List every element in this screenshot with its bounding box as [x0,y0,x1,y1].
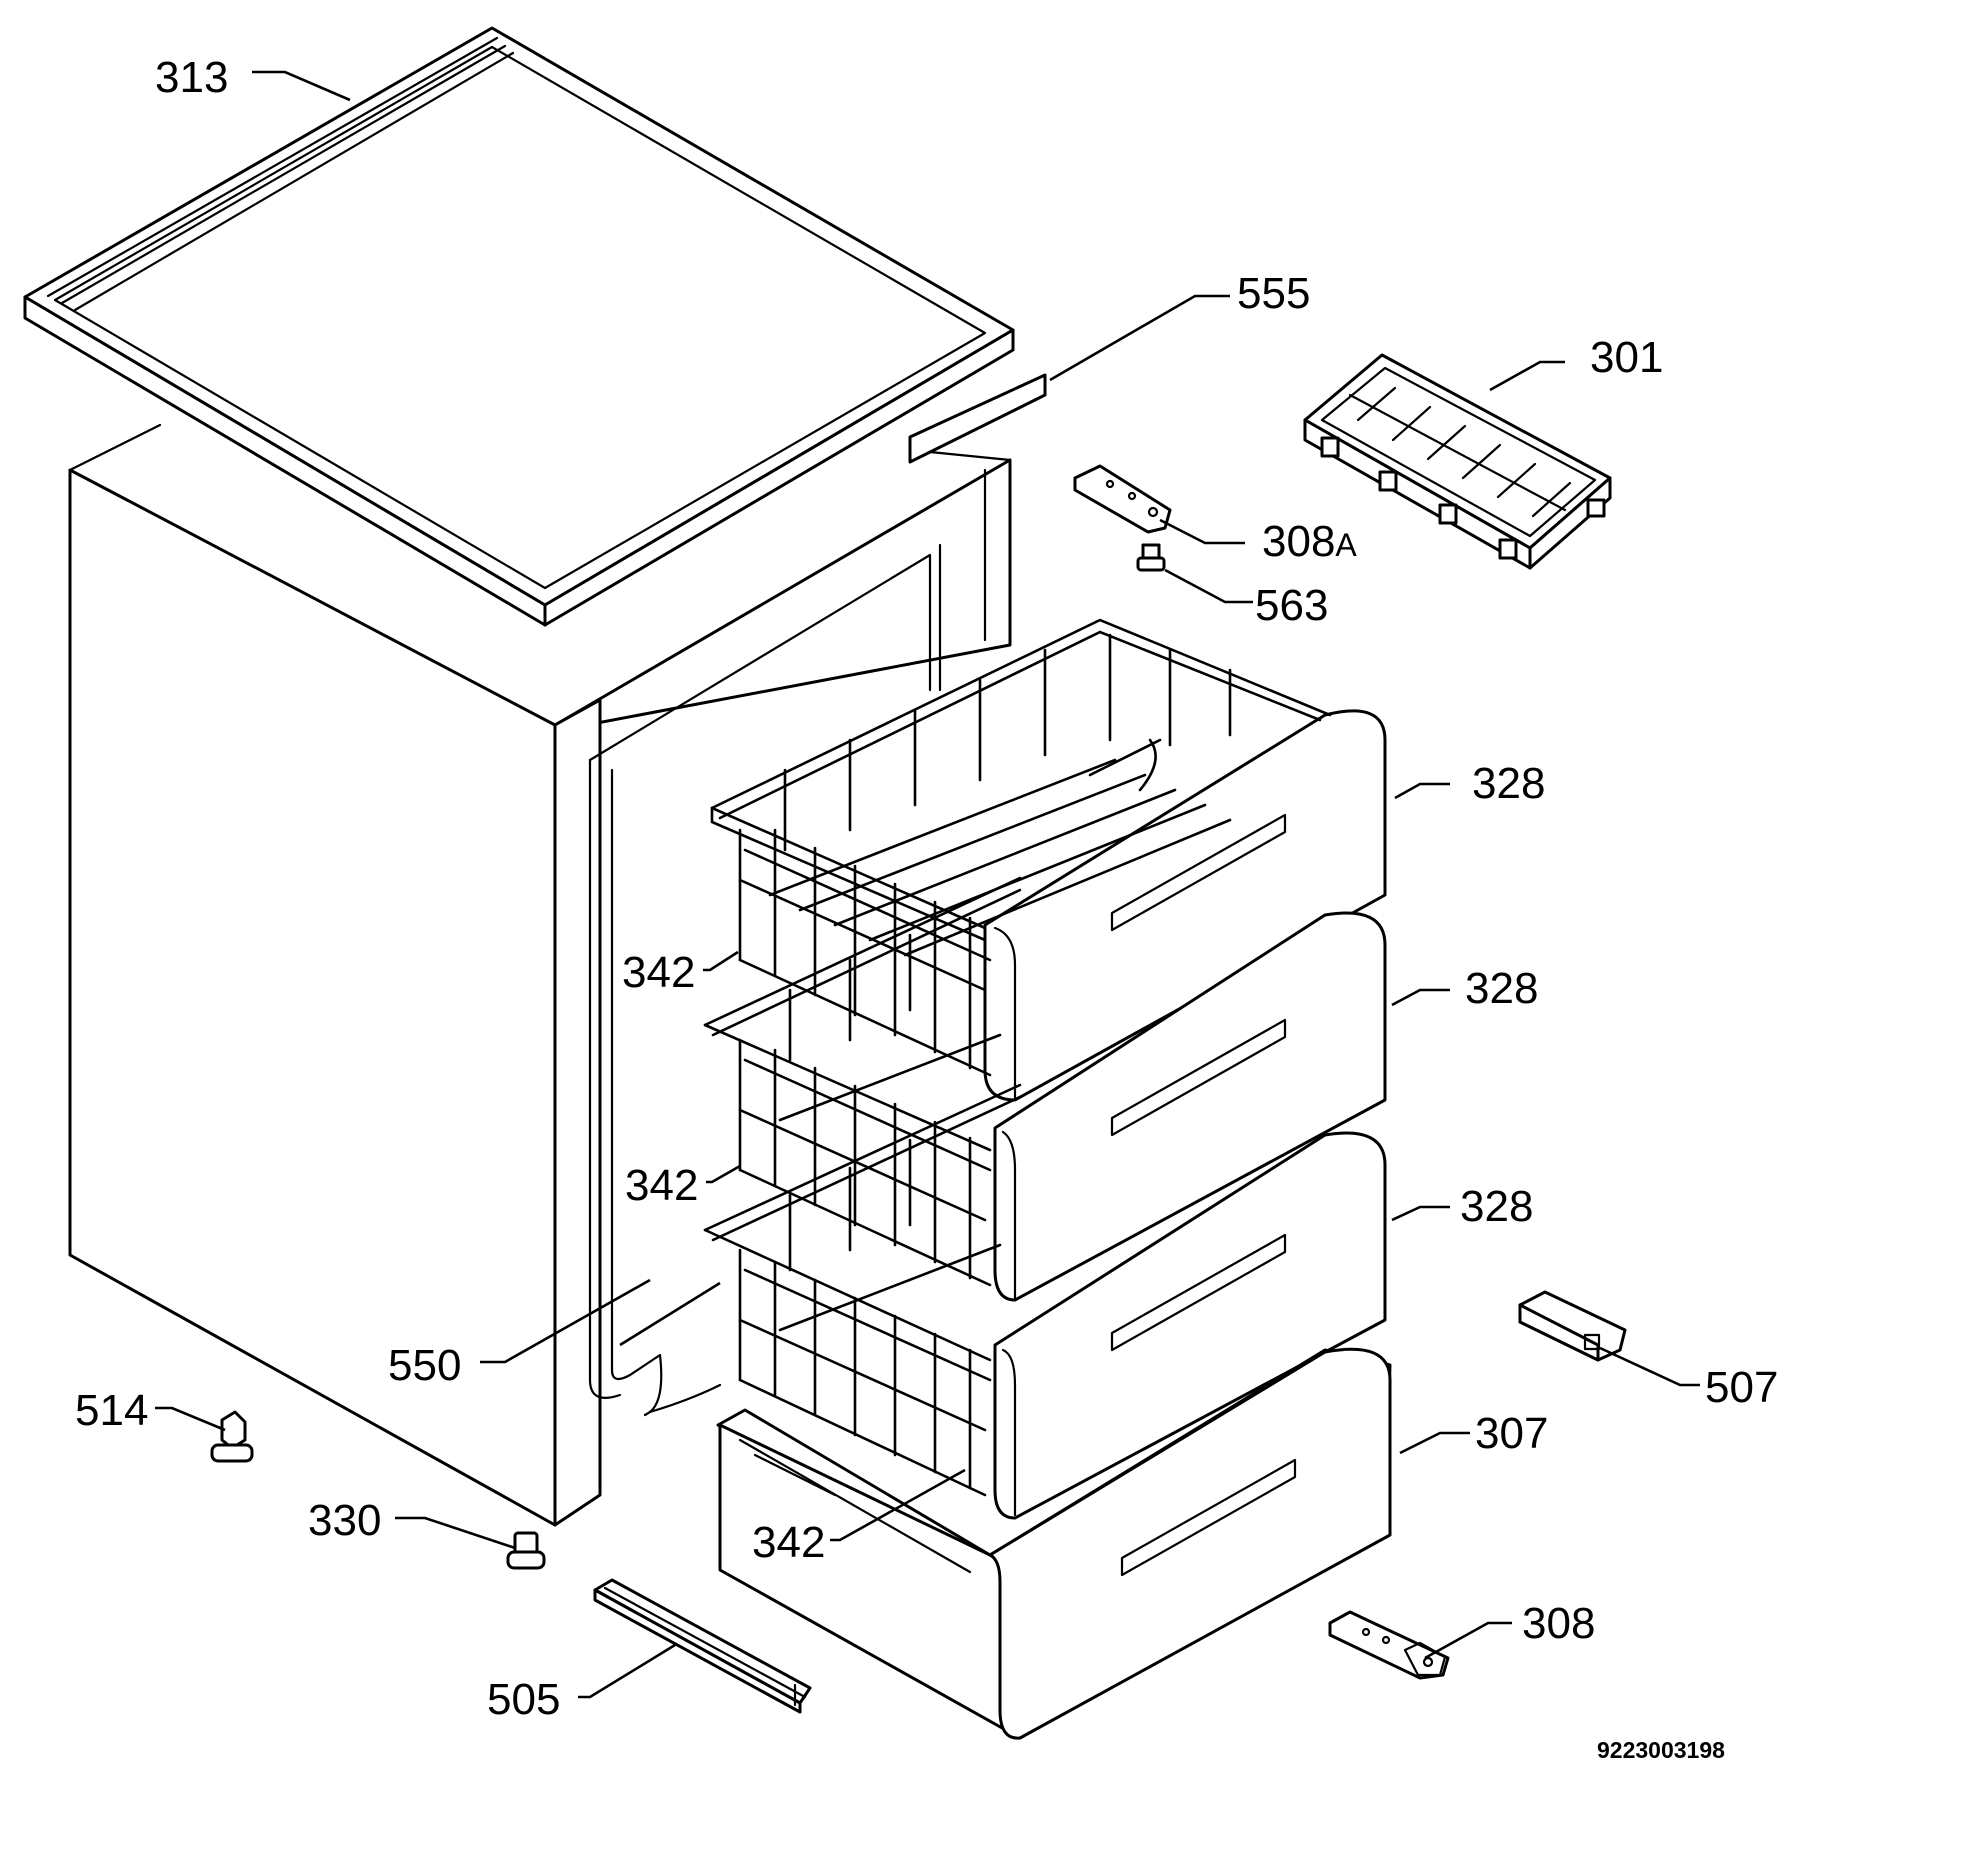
leader-507 [1599,1346,1700,1387]
foot-514 [210,1410,254,1463]
foot-330 [506,1531,546,1570]
leader-342-top [703,950,739,972]
leader-563 [1164,568,1253,604]
drawer-front-top [983,709,1387,1102]
leader-342-bottom [830,1468,966,1542]
ice-tray [1303,353,1612,570]
leader-lines [155,70,1700,1699]
wire-basket-bottom [703,1083,1022,1497]
top-lid [23,26,1015,627]
callout-555: 555 [1237,269,1310,318]
strip-555 [908,373,1047,464]
leader-308a [1159,518,1245,545]
leader-328-middle [1391,988,1450,1007]
document-number: 9223003198 [1597,1737,1725,1763]
cabinet-body [68,423,1012,1527]
leader-550 [480,1278,651,1364]
callout-563: 563 [1255,581,1328,630]
drawer-front-lower [993,1131,1387,1520]
leader-328-top [1394,782,1450,800]
callout-313: 313 [155,53,228,102]
callout-307: 307 [1475,1409,1548,1458]
callout-342-bottom: 342 [752,1518,825,1567]
rail-505 [593,1578,812,1714]
callout-308: 308 [1522,1599,1595,1648]
callout-550: 550 [388,1341,461,1390]
callout-301: 301 [1590,333,1663,382]
bracket-507 [1518,1290,1627,1362]
leader-342-middle [706,1164,741,1184]
callout-342-middle: 342 [625,1161,698,1210]
leader-328-bottom [1391,1205,1450,1222]
hinge-308a [1073,464,1172,534]
leader-330 [395,1516,516,1550]
callout-507: 507 [1705,1363,1778,1412]
leader-308 [1424,1621,1512,1660]
callout-328-middle: 328 [1465,964,1538,1013]
wire-basket-middle [703,876,1022,1287]
screw-563 [1136,543,1166,572]
hinge-308 [1328,1610,1450,1680]
leader-307 [1399,1431,1470,1455]
callout-514: 514 [75,1386,148,1435]
callout-330: 330 [308,1496,381,1545]
leader-313 [252,70,351,102]
leader-505 [578,1643,676,1699]
leader-555 [1049,294,1230,382]
drawer-front-middle [993,911,1387,1302]
callout-328-top: 328 [1472,759,1545,808]
leader-550-b [619,1281,721,1347]
callout-328-bottom: 328 [1460,1182,1533,1231]
callout-342-top: 342 [622,948,695,997]
bottom-drawer [716,1347,1392,1740]
leader-514 [155,1406,226,1432]
wire-basket-top [710,618,1332,1077]
leader-301 [1489,360,1565,392]
callout-labels: 313 555 301 308A 563 328 328 328 342 342… [75,53,1778,1724]
callout-505: 505 [487,1675,560,1724]
callout-308a: 308A [1262,517,1357,566]
